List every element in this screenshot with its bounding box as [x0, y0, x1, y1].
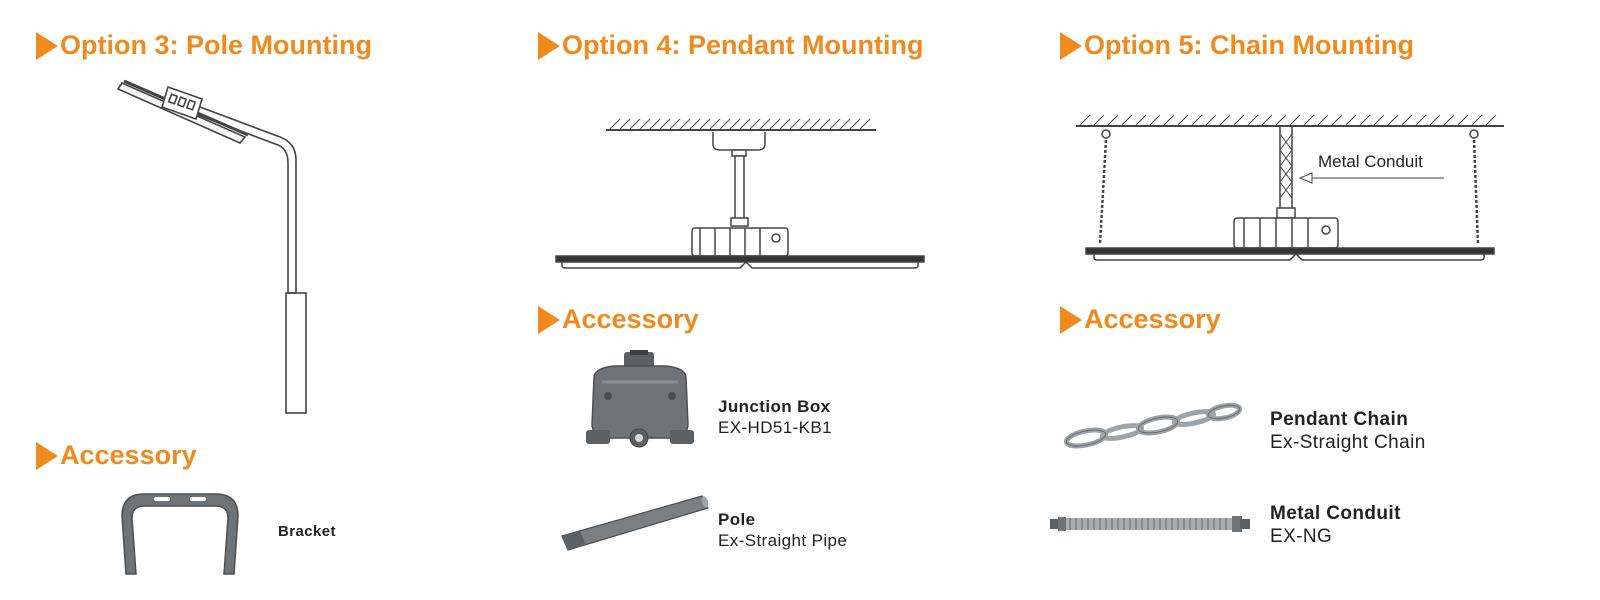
metal-conduit-label: Metal Conduit	[1270, 503, 1401, 524]
chain-mounting-title: Option 5: Chain Mounting	[1084, 30, 1414, 60]
pendant-mounting-title: Option 4: Pendant Mounting	[562, 30, 924, 60]
play-arrow-icon	[36, 31, 58, 60]
chain-accessory-title: Accessory	[1084, 304, 1221, 334]
flexible-conduit-icon	[1050, 516, 1250, 532]
pipe-icon	[561, 495, 709, 551]
junction-box-icon	[586, 350, 694, 448]
play-arrow-icon	[36, 441, 58, 470]
pole-mounting-heading: Option 3: Pole Mounting	[36, 30, 372, 61]
pendant-chain-code: Ex-Straight Chain	[1270, 432, 1426, 453]
junction-box-label: Junction Box	[718, 397, 831, 416]
bracket-label: Bracket	[278, 523, 336, 540]
pole-accessory-code: Ex-Straight Pipe	[718, 531, 848, 550]
chain-mounting-drawing	[1076, 114, 1504, 261]
play-arrow-icon	[538, 305, 560, 334]
chain-accessory-heading: Accessory	[1060, 304, 1221, 335]
pendant-mounting-drawing	[555, 118, 925, 269]
pendant-accessory-heading: Accessory	[538, 304, 699, 335]
pendant-mounting-heading: Option 4: Pendant Mounting	[538, 30, 923, 61]
pole-mounting-drawing	[116, 79, 307, 414]
pole-accessory-label: Pole	[718, 510, 756, 529]
play-arrow-icon	[1060, 31, 1082, 60]
bracket-icon	[121, 493, 239, 575]
chain-icon	[1064, 402, 1243, 449]
play-arrow-icon	[1060, 305, 1082, 334]
metal-conduit-code: EX-NG	[1270, 526, 1333, 547]
pendant-accessory-title: Accessory	[562, 304, 699, 334]
pole-mounting-title: Option 3: Pole Mounting	[60, 30, 372, 60]
pole-accessory-heading: Accessory	[36, 440, 197, 471]
junction-box-code: EX-HD51-KB1	[718, 418, 832, 437]
pendant-chain-label: Pendant Chain	[1270, 409, 1409, 430]
play-arrow-icon	[538, 31, 560, 60]
pole-accessory-title: Accessory	[60, 440, 197, 470]
metal-conduit-callout: Metal Conduit	[1318, 152, 1423, 171]
chain-mounting-heading: Option 5: Chain Mounting	[1060, 30, 1414, 61]
